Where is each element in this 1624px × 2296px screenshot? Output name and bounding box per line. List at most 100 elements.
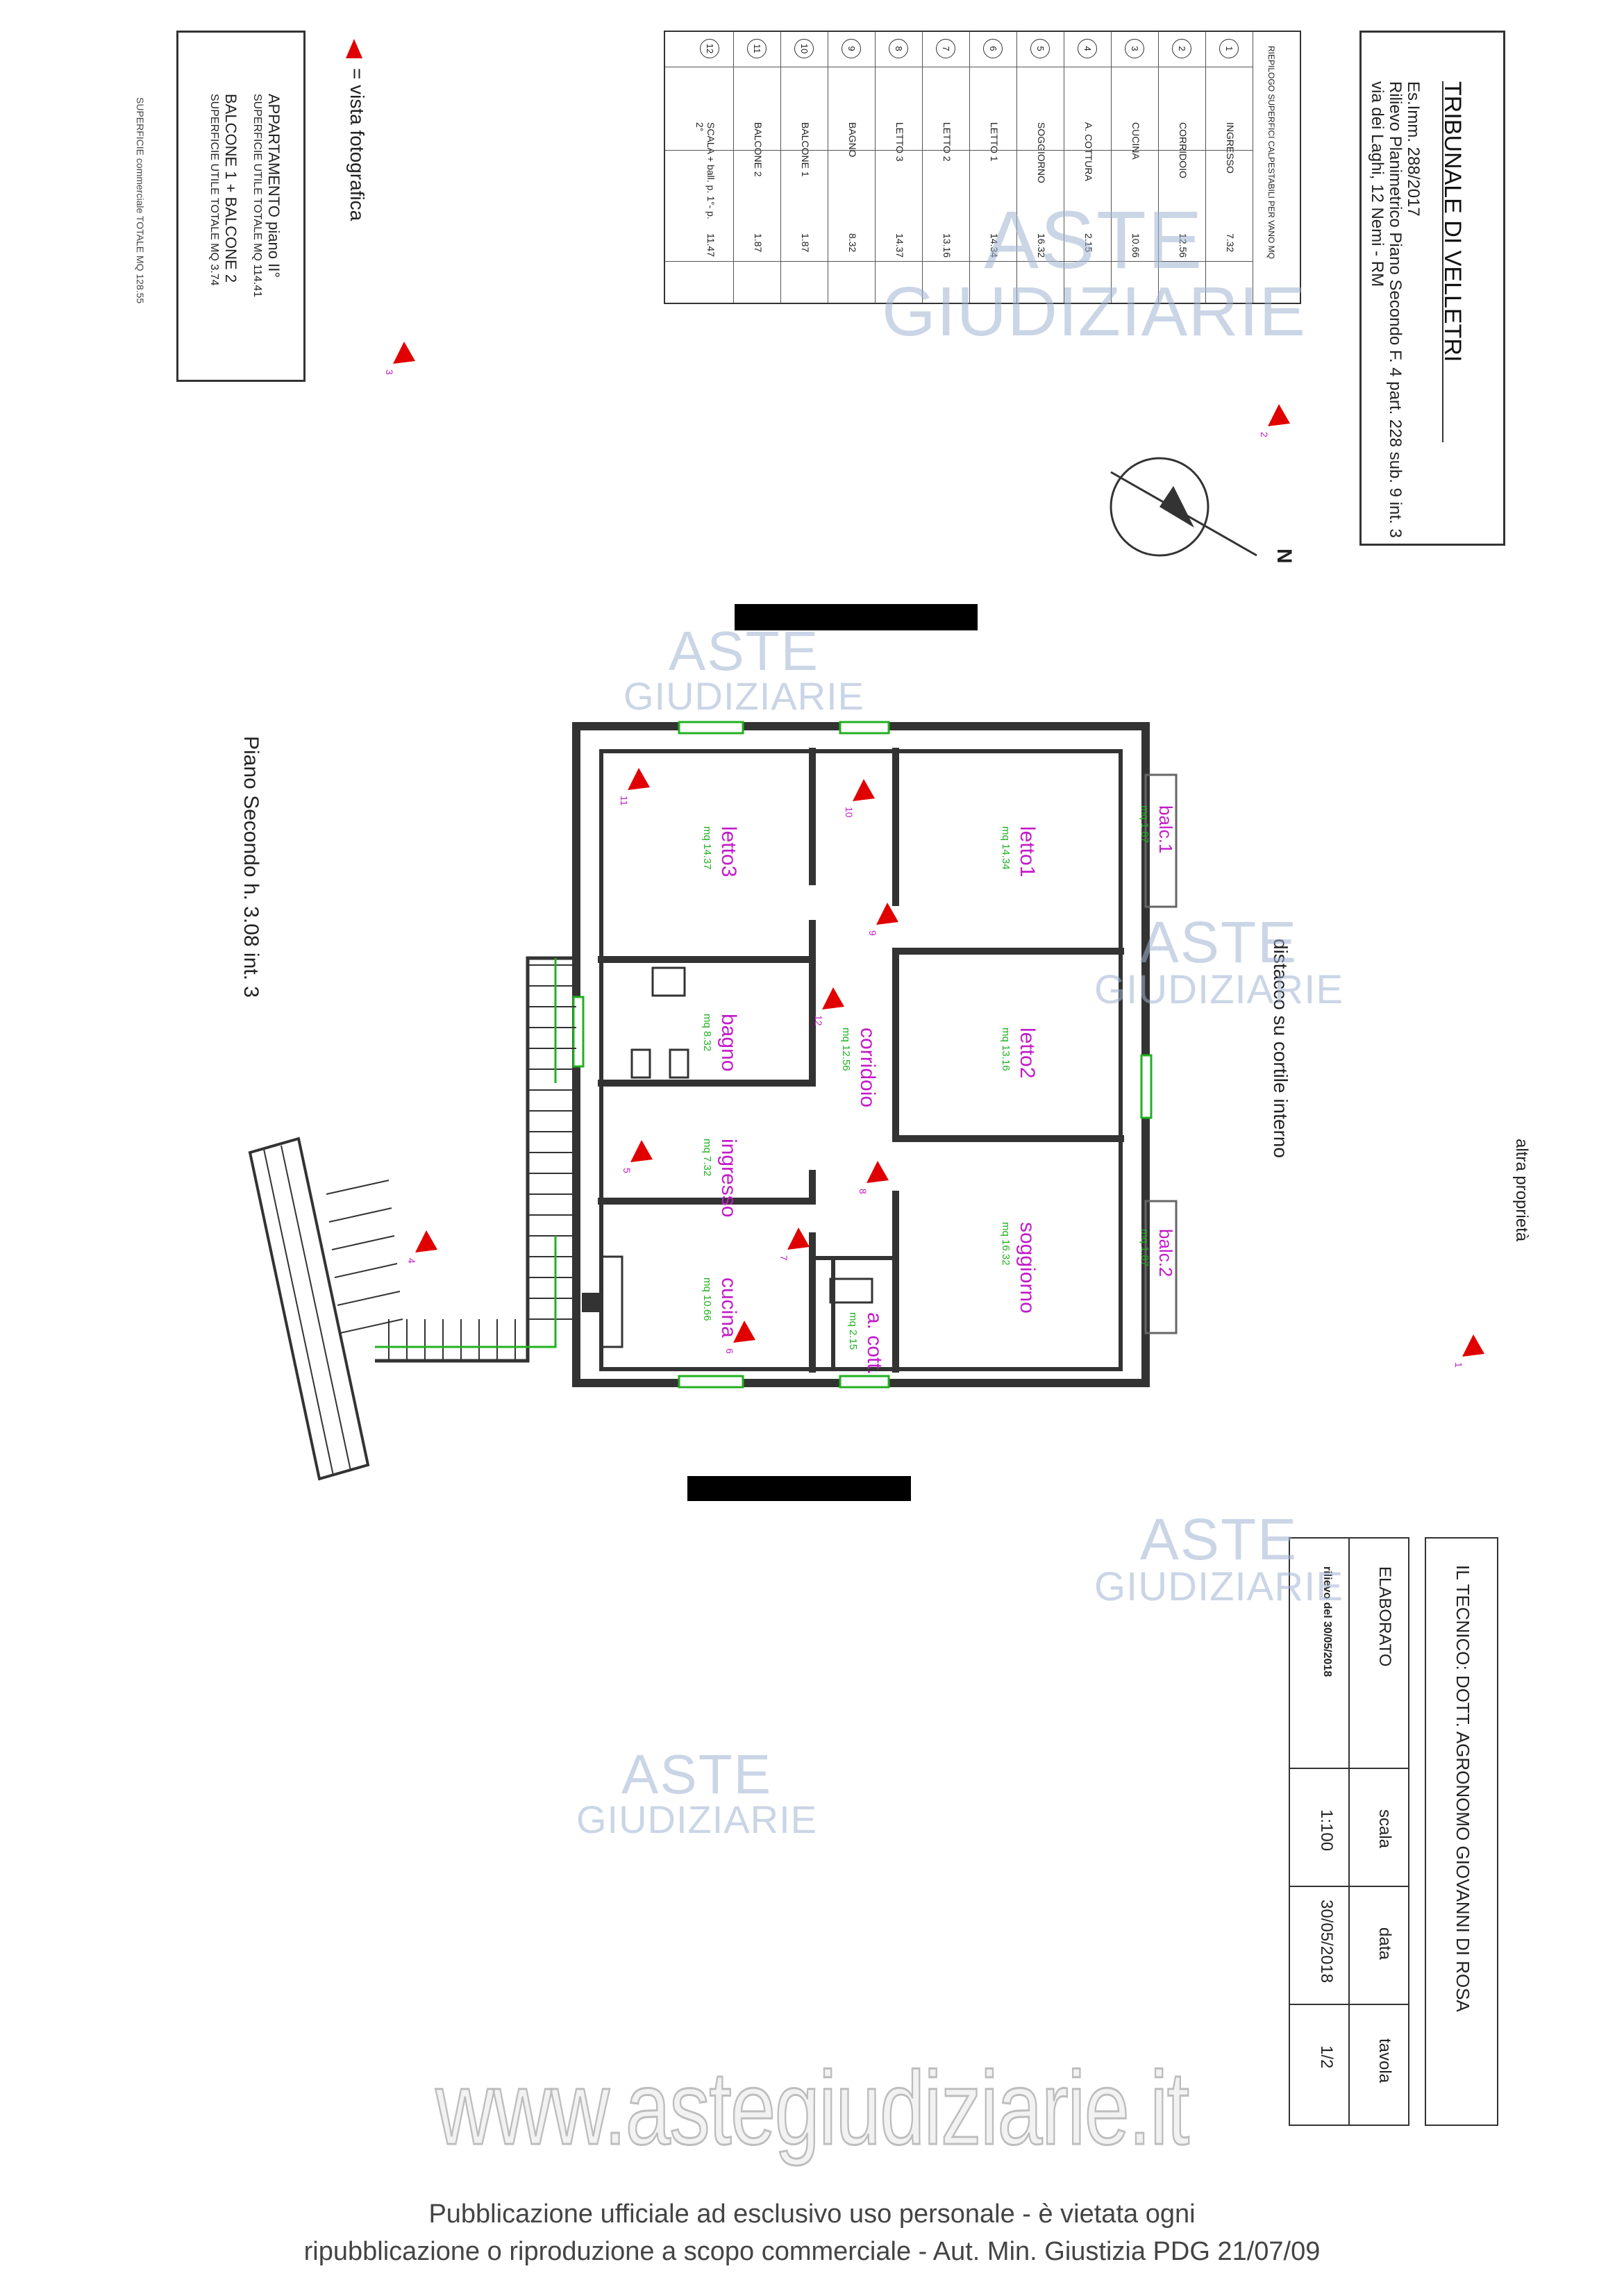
technician-frame: [1425, 1537, 1498, 2126]
room-area: mq 7.32: [701, 1139, 713, 1176]
view-marker-number: 9: [867, 930, 878, 936]
table-divider: [665, 261, 1253, 262]
watermark-brand-top: ASTE: [984, 194, 1204, 286]
surface-table: RIEPILOGO SUPERFICI CALPESTABILI PER VAN…: [664, 31, 1301, 304]
view-marker-number: 10: [844, 807, 855, 818]
redaction-bar-top: [735, 604, 978, 630]
view-marker-icon: [628, 768, 650, 790]
room-area: mq 12.56: [840, 1028, 852, 1071]
watermark-brand-top: ASTE: [621, 1743, 772, 1805]
room-label: letto1: [1016, 826, 1039, 877]
view-marker-icon: [853, 779, 875, 801]
view-marker-icon: [415, 1230, 437, 1252]
room-label: letto3: [717, 826, 740, 877]
watermark-brand-bottom: GIUDIZIARIE: [1094, 1564, 1344, 1609]
compass-circle: [1110, 457, 1209, 557]
watermark-logo: ASTE GIUDIZIARIE: [1094, 1507, 1344, 1609]
view-marker-icon: [787, 1227, 810, 1250]
view-marker-icon: [630, 1140, 653, 1162]
room-label: balc.1: [1155, 805, 1176, 853]
north-label: N: [1273, 548, 1296, 564]
shower-icon: [651, 966, 686, 997]
room-area: mq 14.34: [1000, 826, 1012, 870]
room-label: cucina: [717, 1277, 740, 1338]
plan-labels: letto3 mq 14.37 letto1 mq 14.34 balc.1 mq 1.8…: [701, 548, 1296, 1375]
toilet-icon: [630, 1048, 651, 1079]
room-area: mq 1.87: [1139, 1229, 1150, 1266]
watermark-logo: ASTE GIUDIZIARIE: [623, 620, 865, 718]
view-marker-icon: [822, 987, 844, 1009]
room-label: balc.2: [1155, 1229, 1176, 1277]
view-marker-number: 1: [1453, 1362, 1464, 1368]
ramp-rail: [263, 1148, 334, 1476]
watermark-logo: ASTE GIUDIZIARIE: [882, 194, 1307, 351]
watermark-brand-bottom: GIUDIZIARIE: [882, 273, 1307, 351]
room-label: letto2: [1016, 1028, 1039, 1078]
watermark-brand-top: ASTE: [1139, 910, 1298, 975]
watermark-logo: ASTE GIUDIZIARIE: [1094, 910, 1344, 1012]
scale-label: scala: [1375, 1809, 1394, 1849]
plan-geometry: [248, 457, 1257, 1481]
watermark-site: www.astegiudiziarie.it: [435, 2049, 1190, 2168]
ramp-step: [331, 1235, 395, 1250]
date-label: data: [1375, 1927, 1394, 1960]
scale-value: 1:100: [1317, 1809, 1336, 1852]
info-grid: ELABORATO rilievo del 30/05/2018 scala 1…: [1289, 1537, 1409, 2126]
view-marker-icon: [346, 39, 362, 58]
stair-arrow: [375, 1236, 557, 1348]
view-marker-number: 4: [406, 1258, 417, 1264]
compass-pointer: [1160, 486, 1194, 528]
view-marker-icon: [393, 342, 415, 364]
view-marker-number: 2: [1259, 432, 1270, 437]
room-area: mq 2.15: [847, 1312, 859, 1350]
room-area: mq 8.32: [701, 1014, 713, 1051]
watermark-brand-top: ASTE: [1139, 1507, 1298, 1572]
view-marker-icon: [1268, 404, 1290, 426]
ramp-rail: [281, 1145, 351, 1471]
chimney-icon: [582, 1293, 601, 1312]
view-marker-number: 7: [778, 1255, 789, 1261]
room-label: soggiorno: [1016, 1222, 1039, 1314]
floor-caption: Piano Secondo h. 3.08 int. 3: [240, 736, 262, 998]
window: [839, 721, 890, 735]
counter-icon: [600, 1255, 623, 1348]
watermark-brand-bottom: GIUDIZIARIE: [1094, 966, 1344, 1012]
ramp-step: [337, 1291, 401, 1306]
room-label: a. cott.: [863, 1312, 886, 1375]
room-area: mq 14.37: [701, 826, 713, 870]
elaborato-label: ELABORATO: [1375, 1566, 1394, 1667]
room-area: mq 10.66: [701, 1277, 713, 1321]
view-marker-number: 3: [384, 369, 395, 375]
ramp-step: [334, 1263, 398, 1278]
title-block: TRIBUNALE DI VELLETRI Es.Imm. 288/2017 R…: [1359, 31, 1505, 546]
view-marker-number: 6: [724, 1348, 735, 1354]
date-value: 30/05/2018: [1317, 1900, 1336, 1984]
balcony-2: [1144, 1200, 1178, 1334]
property-note: altra proprietà: [1512, 1139, 1531, 1242]
ramp-step: [340, 1318, 403, 1334]
hob-icon: [829, 1277, 873, 1304]
room-area: mq 13.16: [1000, 1028, 1012, 1071]
footer-line2: ripubblicazione o riproduzione a scopo c…: [303, 2237, 1321, 2266]
watermark-brand-bottom: GIUDIZIARIE: [623, 674, 865, 718]
view-marker-number: 11: [619, 796, 630, 806]
watermark-brand-top: ASTE: [669, 620, 819, 682]
view-marker-icon: [876, 903, 898, 925]
room-label: bagno: [717, 1014, 740, 1071]
title-underline: [1442, 81, 1443, 442]
view-marker-icon: [867, 1161, 889, 1183]
